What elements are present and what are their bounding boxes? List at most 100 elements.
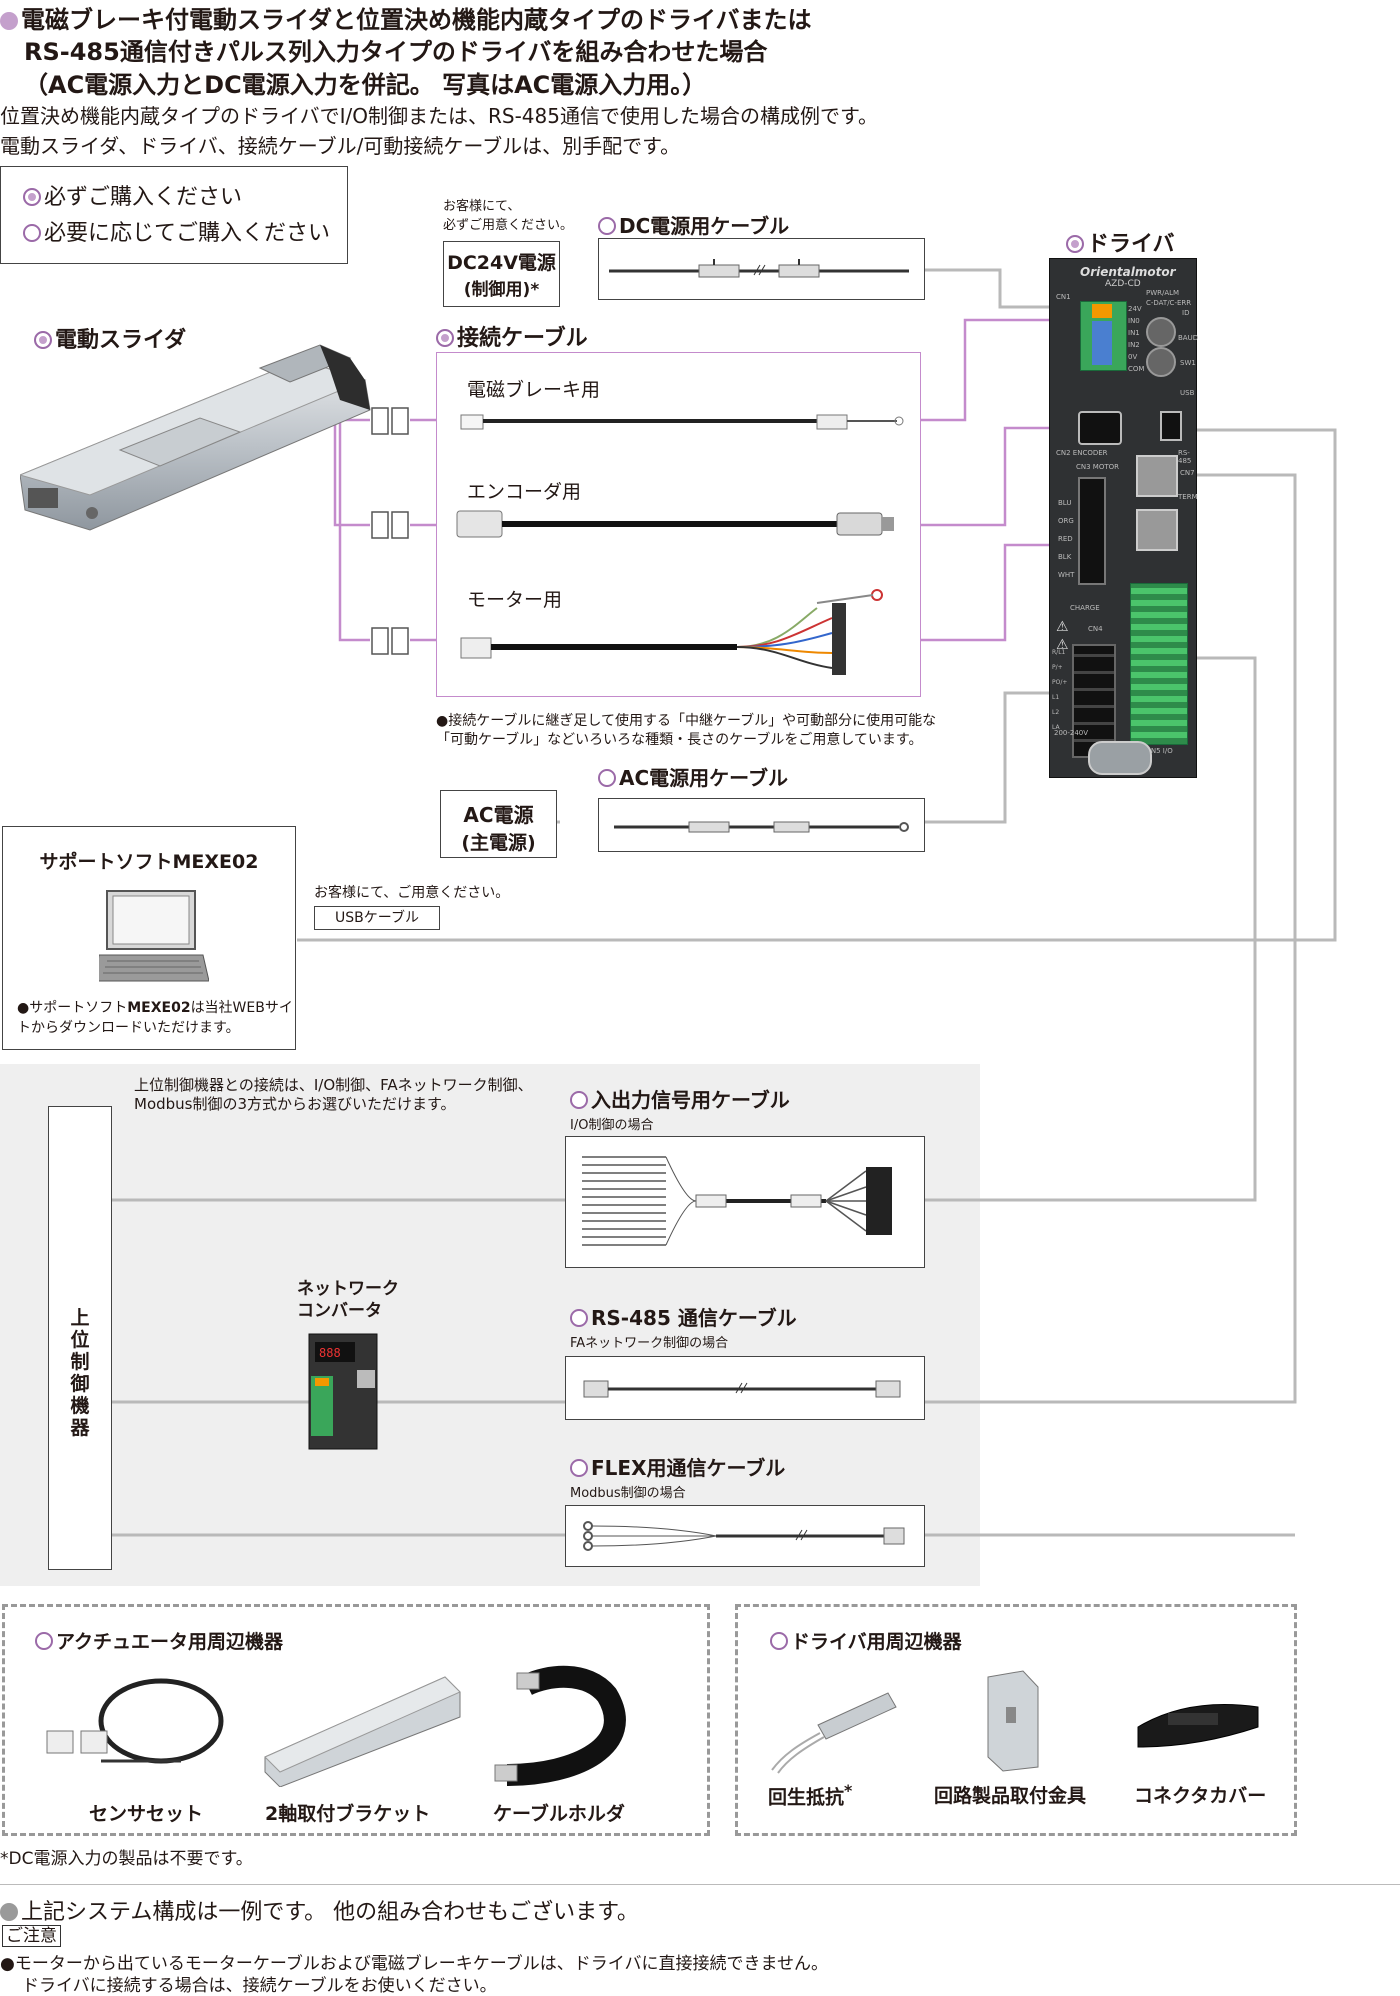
slider-motor-wire: [338, 390, 370, 642]
flex-cable-case: Modbus制御の場合: [570, 1486, 686, 1501]
phase-label: RED: [1058, 535, 1073, 543]
notes-divider: [0, 1884, 1400, 1885]
power-term-label: LA: [1052, 724, 1060, 731]
network-converter-photo: 888: [308, 1333, 378, 1450]
regen-resistor-photo: [771, 1692, 897, 1774]
warning-icon: ⚠: [1056, 619, 1069, 635]
rs485-port-2[interactable]: [1136, 509, 1178, 551]
support-note-2: からダウンロードいただけます。: [31, 1020, 240, 1036]
dc-power-note1: お客様にて、: [443, 199, 521, 214]
caution-2: ドライバに接続する場合は、接続ケーブルをお使いください。: [22, 1976, 497, 1996]
dc-wire: [925, 268, 1060, 309]
dc-cable-image: [609, 259, 909, 278]
driver-cn1-label: CN1: [1056, 293, 1071, 301]
rs485-cable-image: [583, 1380, 901, 1398]
gray-bullet-icon: [0, 1903, 18, 1921]
driver-c-dat: C-DAT/C-ERR: [1146, 299, 1192, 307]
flex-cable-image: [583, 1521, 905, 1551]
actuator-peripherals-title: アクチュエータ用周辺機器: [35, 1627, 283, 1654]
required-dot-icon: [436, 329, 454, 347]
driver-cn5-label: CN5 I/O: [1146, 747, 1173, 755]
laptop-icon: [99, 890, 209, 982]
cn1-blue-tabs: [1092, 321, 1112, 365]
connector-cover-photo: [1137, 1704, 1259, 1748]
optional-dot-icon: [598, 217, 616, 235]
cn1-io-terms: 24V IN0 IN1 IN2 0V COM: [1128, 305, 1144, 373]
optional-dot-icon: [598, 769, 616, 787]
mounting-bracket-photo: [987, 1670, 1039, 1772]
legend-required: 必ずご購入ください: [23, 179, 242, 211]
cn3-motor-port[interactable]: [1078, 477, 1106, 585]
dc-power-box: DC24V電源 (制御用)*: [443, 241, 560, 307]
dc-cable-label: DC電源用ケーブル: [598, 210, 789, 239]
io-cable-image: [582, 1156, 892, 1246]
ac-wire: [925, 691, 1060, 824]
connection-cable-label: 接続ケーブル: [436, 320, 588, 352]
io-cable-box: [565, 1136, 925, 1268]
flex-cable-label: FLEX用通信ケーブル: [570, 1452, 785, 1481]
footnote: *DC電源入力の製品は不要です。: [0, 1849, 253, 1869]
header-description-2: 電動スライダ、ドライバ、接続ケーブル/可動接続ケーブルは、別手配です。: [0, 134, 681, 158]
driver-cn2-label: CN2 ENCODER: [1056, 449, 1108, 457]
bracket-label: 2軸取付ブラケット: [265, 1803, 431, 1825]
optional-dot-icon: [23, 224, 41, 242]
phase-label: WHT: [1058, 571, 1075, 579]
legend-box: 必ずご購入ください 必要に応じてご購入ください: [0, 166, 348, 264]
io-cable-case: I/O制御の場合: [570, 1118, 654, 1133]
driver-unit: Orientalmotor AZD-CD PWR/ALM C-DAT/C-ERR…: [1049, 258, 1199, 778]
rs485-cable-case: FAネットワーク制御の場合: [570, 1336, 729, 1351]
slider-encoder-wire: [333, 385, 370, 527]
host-intro-1: 上位制御機器との接続は、I/O制御、FAネットワーク制御、: [134, 1076, 533, 1094]
slider-label: 電動スライダ: [34, 322, 186, 354]
phase-label: ORG: [1058, 517, 1074, 525]
host-intro-2: Modbus制御の3方式からお選びいただけます。: [134, 1095, 456, 1113]
motor-wire: [920, 543, 1060, 642]
cable-holder-label: ケーブルホルダ: [493, 1803, 625, 1825]
ac-power-box-line1: AC電源: [463, 803, 534, 827]
connection-note1: ●接続ケーブルに継ぎ足して使用する「中継ケーブル」や可動部分に使用可能な: [436, 713, 937, 729]
rs485-cable-box: [565, 1356, 925, 1420]
header-description-1: 位置決め機能内蔵タイプのドライバでI/O制御または、RS-485通信で使用した場…: [0, 104, 878, 128]
cn1-orange-tab: [1092, 304, 1112, 318]
cn2-encoder-port[interactable]: [1078, 411, 1122, 445]
flex-cable-box: [565, 1505, 925, 1567]
cable-holder-photo: [494, 1665, 626, 1786]
dc-power-box-line1: DC24V電源: [447, 252, 556, 274]
usb-port[interactable]: [1160, 411, 1182, 441]
caution-1: ●モーターから出ているモーターケーブルおよび電磁ブレーキケーブルは、ドライバに直…: [0, 1954, 828, 1974]
optional-dot-icon: [570, 1091, 588, 1109]
phase-label: BLK: [1058, 553, 1072, 561]
dc-cable-box: [598, 238, 925, 300]
io-term: IN2: [1128, 341, 1140, 349]
io-cable-label: 入出力信号用ケーブル: [570, 1084, 790, 1113]
motor-cable-label: モーター用: [467, 589, 563, 611]
power-term-label: PO/+: [1052, 679, 1068, 686]
header-title-line3: （AC電源入力とDC電源入力を併記。 写真はAC電源入力用。）: [24, 71, 707, 99]
host-controller-box: 上位制御機器: [48, 1106, 112, 1570]
optional-dot-icon: [35, 1632, 53, 1650]
cn5-io-terminal: [1130, 583, 1188, 745]
purple-bullet-icon: [0, 12, 18, 30]
warning-icon: ⚠: [1056, 637, 1069, 653]
id-rotary-switch[interactable]: [1146, 317, 1176, 347]
driver-peripherals-box: ドライバ用周辺機器 回生抵抗* 回路製品取付金具 コネクタカバー: [735, 1604, 1297, 1836]
sensor-set-label: センサセット: [89, 1803, 204, 1825]
usb-cable-box: USBケーブル: [314, 906, 440, 930]
driver-peripherals-title: ドライバ用周辺機器: [770, 1627, 962, 1654]
host-controller-label: 上位制御機器: [70, 1307, 90, 1439]
driver-cn4-label: CN4: [1088, 625, 1103, 633]
power-term-label: P/+: [1052, 664, 1063, 671]
rs485-port-1[interactable]: [1136, 455, 1178, 497]
driver-baud-label: BAUD: [1178, 334, 1199, 342]
connection-cable-images: [456, 414, 904, 675]
driver-sw1-label: SW1: [1180, 359, 1196, 367]
driver-id-label: ID: [1182, 309, 1190, 317]
header-title-line2: RS-485通信付きパルス列入力タイプのドライバを組み合わせた場合: [24, 38, 768, 66]
baud-rotary-switch[interactable]: [1146, 347, 1176, 377]
caution-title: ご注意: [2, 1925, 61, 1947]
rs485-cable-label: RS-485 通信ケーブル: [570, 1302, 797, 1331]
driver-model: AZD-CD: [1105, 279, 1141, 289]
power-term-label: L1: [1052, 694, 1060, 701]
ac-cable-label: AC電源用ケーブル: [598, 762, 788, 791]
